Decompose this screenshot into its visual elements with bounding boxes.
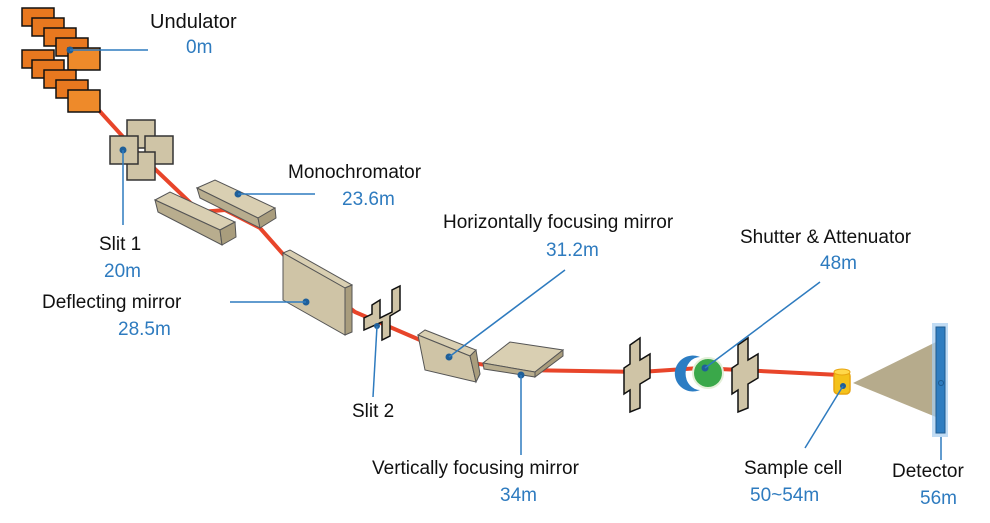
label-deflecting-mirror: Deflecting mirror xyxy=(42,292,182,313)
slit3-icon xyxy=(623,336,651,414)
label-slit1: Slit 1 xyxy=(99,234,142,255)
distance-vfm: 34m xyxy=(500,485,537,506)
label-monochromator: Monochromator xyxy=(288,162,422,183)
slit1-icon xyxy=(109,119,174,181)
distance-deflecting-mirror: 28.5m xyxy=(118,319,171,340)
detector-icon xyxy=(932,323,948,437)
hfm-icon xyxy=(416,329,481,384)
label-sample-cell: Sample cell xyxy=(744,458,843,479)
distance-sample-cell: 50~54m xyxy=(750,485,820,506)
leader-sample xyxy=(804,385,844,449)
distance-monochromator: 23.6m xyxy=(342,189,395,210)
label-undulator: Undulator xyxy=(150,11,237,33)
distance-shutter-attenuator: 48m xyxy=(820,253,857,274)
monochromator-icon xyxy=(153,179,277,246)
label-slit2: Slit 2 xyxy=(352,401,395,422)
slit4-icon xyxy=(731,336,759,414)
label-vfm: Vertically focusing mirror xyxy=(372,458,579,479)
shutter-icon xyxy=(674,355,724,392)
label-shutter-attenuator: Shutter & Attenuator xyxy=(740,227,912,248)
scattering-cone xyxy=(853,342,936,417)
leader-shutter xyxy=(704,281,821,369)
sample-cell-icon xyxy=(833,368,851,395)
deflecting-mirror-icon xyxy=(281,249,354,336)
label-detector: Detector xyxy=(892,461,964,482)
x-ray-beam xyxy=(83,93,841,377)
leader-lines xyxy=(70,49,942,460)
vfm-icon xyxy=(481,341,565,379)
distance-slit1: 20m xyxy=(104,261,141,282)
leader-slit2 xyxy=(372,325,378,398)
label-hfm: Horizontally focusing mirror xyxy=(443,212,674,233)
leader-hfm xyxy=(448,269,566,358)
undulator-icon xyxy=(21,7,101,113)
slit2-icon xyxy=(363,284,401,342)
distance-detector: 56m xyxy=(920,488,957,509)
distance-hfm: 31.2m xyxy=(546,240,599,261)
distance-undulator: 0m xyxy=(186,37,213,58)
